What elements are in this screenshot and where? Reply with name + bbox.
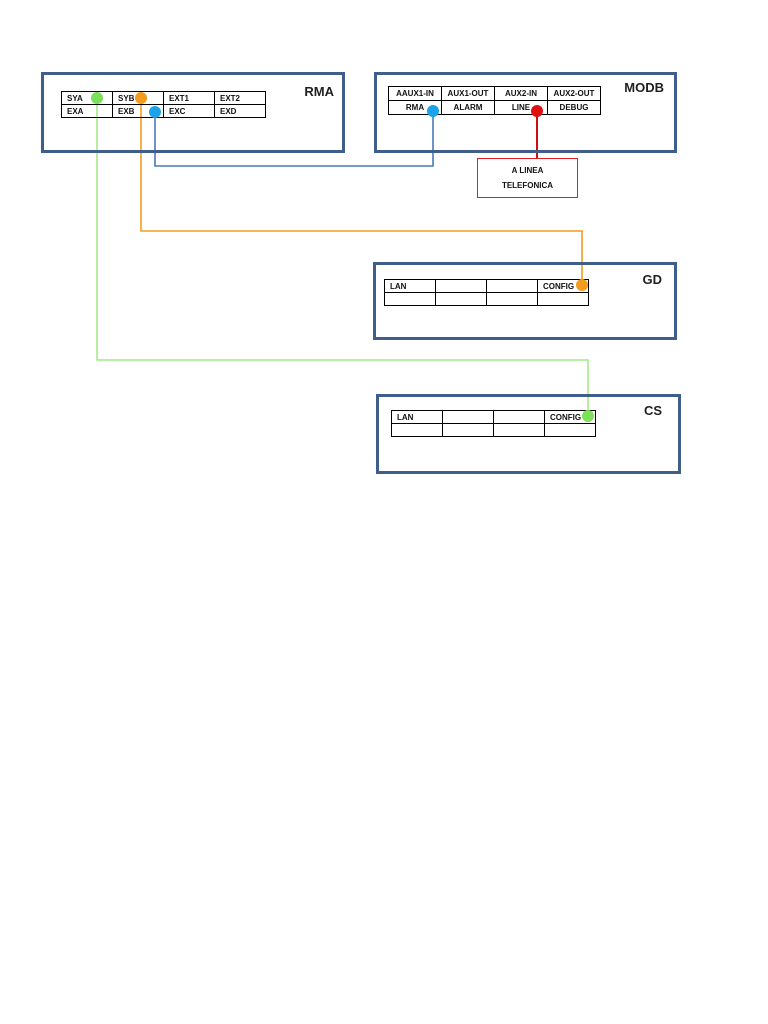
dot-exb bbox=[149, 106, 161, 118]
dot-sya bbox=[91, 92, 103, 104]
note-line1: A LINEA bbox=[511, 166, 544, 175]
gd-port-empty-6[interactable] bbox=[537, 292, 589, 306]
port-exa[interactable]: EXA bbox=[61, 104, 113, 118]
dot-modb-rma bbox=[427, 105, 439, 117]
phone-line-note: A LINEA TELEFONICA bbox=[477, 158, 578, 198]
gd-port-table: LAN CONFIG bbox=[384, 279, 589, 306]
modb-port-table: AAUX1-IN AUX1-OUT AUX2-IN AUX2-OUT RMA A… bbox=[388, 86, 601, 115]
rma-title: RMA bbox=[304, 84, 334, 99]
cs-port-empty-6[interactable] bbox=[544, 423, 596, 437]
port-exd[interactable]: EXD bbox=[214, 104, 266, 118]
dot-gd-config bbox=[576, 279, 588, 291]
modb-title: MODB bbox=[624, 80, 664, 95]
dot-cs-config bbox=[582, 410, 594, 422]
modb-box: MODB bbox=[374, 72, 677, 153]
rma-box: RMA bbox=[41, 72, 345, 153]
cs-box: CS bbox=[376, 394, 681, 474]
wire-syb-gd bbox=[140, 98, 583, 285]
port-debug[interactable]: DEBUG bbox=[547, 100, 601, 115]
rma-port-table: SYA SYB EXT1 EXT2 EXA EXB EXC EXD bbox=[61, 91, 266, 118]
cs-title: CS bbox=[643, 403, 662, 418]
wire-exb-modb bbox=[154, 111, 434, 167]
note-line2: TELEFONICA bbox=[501, 181, 554, 190]
gd-box: GD bbox=[373, 262, 677, 340]
dot-modb-line bbox=[531, 105, 543, 117]
dot-syb bbox=[135, 92, 147, 104]
gd-title: GD bbox=[642, 272, 663, 287]
cs-port-table: LAN CONFIG bbox=[391, 410, 596, 437]
wire-sya-cs bbox=[96, 98, 589, 416]
